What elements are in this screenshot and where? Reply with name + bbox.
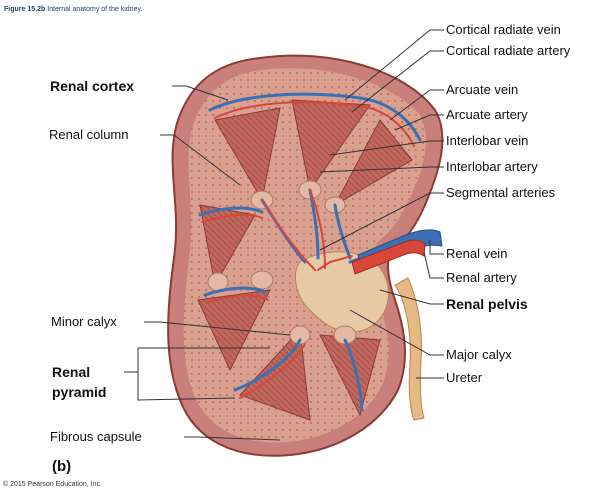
label-arcuate-artery: Arcuate artery bbox=[446, 107, 528, 123]
label-renal-pyramid-line1: Renal bbox=[52, 364, 90, 380]
label-cortical-radiate-artery: Cortical radiate artery bbox=[446, 43, 570, 59]
label-renal-cortex: Renal cortex bbox=[50, 78, 134, 94]
label-interlobar-vein: Interlobar vein bbox=[446, 133, 528, 149]
label-renal-column: Renal column bbox=[49, 127, 129, 143]
label-cortical-radiate-vein: Cortical radiate vein bbox=[446, 22, 561, 38]
label-fibrous-capsule: Fibrous capsule bbox=[50, 429, 142, 445]
label-minor-calyx: Minor calyx bbox=[51, 314, 117, 330]
panel-letter: (b) bbox=[52, 458, 71, 475]
label-interlobar-artery: Interlobar artery bbox=[446, 159, 538, 175]
label-renal-pelvis: Renal pelvis bbox=[446, 296, 528, 312]
label-renal-artery: Renal artery bbox=[446, 270, 517, 286]
label-arcuate-vein: Arcuate vein bbox=[446, 82, 518, 98]
copyright-notice: © 2015 Pearson Education, Inc. bbox=[3, 481, 102, 488]
label-renal-vein: Renal vein bbox=[446, 246, 507, 262]
label-major-calyx: Major calyx bbox=[446, 347, 512, 363]
label-segmental-arteries: Segmental arteries bbox=[446, 185, 555, 201]
label-renal-pyramid-line2: pyramid bbox=[52, 384, 106, 400]
label-ureter: Ureter bbox=[446, 370, 482, 386]
